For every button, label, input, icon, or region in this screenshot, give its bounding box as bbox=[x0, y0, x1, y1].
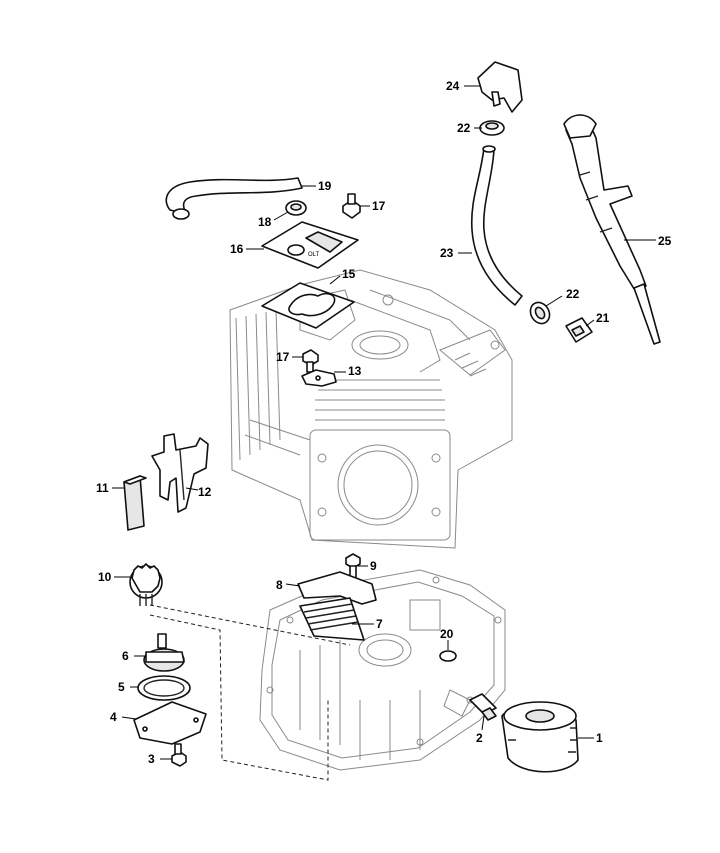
callout-label: 20 bbox=[440, 627, 454, 641]
callout-21: 21 bbox=[585, 311, 610, 327]
hose-clamp-part-lower bbox=[529, 301, 551, 325]
governor-bracket-part bbox=[151, 433, 209, 513]
callout-label: 15 bbox=[342, 267, 356, 281]
breather-tube-part bbox=[165, 177, 303, 220]
callout-label: 7 bbox=[376, 617, 383, 631]
oil-filter-nipple-part bbox=[469, 693, 497, 721]
engine-block bbox=[229, 269, 513, 549]
reed-valve-bracket-part bbox=[301, 369, 337, 387]
breather-cover-part: OLT bbox=[261, 221, 359, 269]
breather-hose-part bbox=[470, 145, 523, 306]
callout-16: 16 bbox=[230, 242, 264, 256]
callout-8: 8 bbox=[276, 578, 301, 592]
callout-20: 20 bbox=[440, 627, 454, 650]
callout-6: 6 bbox=[122, 649, 146, 663]
callout-label: 2 bbox=[476, 731, 483, 745]
cover-decal: OLT bbox=[308, 252, 320, 258]
callout-label: 10 bbox=[98, 570, 112, 584]
callout-label: 3 bbox=[148, 752, 155, 766]
callout-label: 22 bbox=[566, 287, 580, 301]
assembly-dashed-line bbox=[149, 604, 351, 781]
callout-label: 16 bbox=[230, 242, 244, 256]
callout-24: 24 bbox=[446, 79, 480, 93]
oil-pump-cover-part bbox=[133, 701, 207, 745]
callout-4: 4 bbox=[110, 710, 137, 724]
callout-5: 5 bbox=[118, 680, 138, 694]
callout-label: 17 bbox=[372, 199, 386, 213]
callout-17-middle: 17 bbox=[276, 350, 303, 364]
callout-label: 19 bbox=[318, 179, 332, 193]
callout-label: 12 bbox=[198, 485, 212, 499]
oil-pump-rotor-part bbox=[143, 633, 185, 672]
oil-fill-fitting-part bbox=[565, 317, 593, 343]
callout-label: 4 bbox=[110, 710, 117, 724]
callout-2: 2 bbox=[476, 715, 485, 745]
cover-gasket-part bbox=[261, 282, 355, 329]
callout-23: 23 bbox=[440, 246, 472, 260]
o-ring-small-part bbox=[439, 650, 457, 662]
screw-part-middle bbox=[302, 349, 319, 373]
crankcase-base bbox=[259, 569, 506, 771]
callout-13: 13 bbox=[334, 364, 362, 378]
callout-15: 15 bbox=[329, 267, 356, 285]
oil-screen-part bbox=[299, 597, 365, 641]
screw-part-lower bbox=[345, 553, 361, 579]
oil-screen-cover-part bbox=[297, 571, 377, 605]
callout-label: 25 bbox=[658, 234, 672, 248]
callout-label: 6 bbox=[122, 649, 129, 663]
callout-label: 18 bbox=[258, 215, 272, 229]
screw-part-bottom bbox=[171, 743, 187, 767]
tube-clamp-part bbox=[285, 200, 307, 216]
screw-part-upper bbox=[342, 193, 361, 219]
callout-label: 1 bbox=[596, 731, 603, 745]
callout-17-upper: 17 bbox=[360, 199, 386, 213]
hose-clamp-part-upper bbox=[479, 120, 505, 136]
callout-22-lower: 22 bbox=[545, 287, 580, 307]
callout-11: 11 bbox=[96, 481, 124, 495]
dipstick-tube-part bbox=[563, 114, 661, 345]
callout-label: 23 bbox=[440, 246, 454, 260]
callout-label: 9 bbox=[370, 559, 377, 573]
callout-label: 21 bbox=[596, 311, 610, 325]
callout-3: 3 bbox=[148, 752, 172, 766]
callout-label: 22 bbox=[457, 121, 471, 135]
oil-filter-part bbox=[501, 701, 579, 773]
callout-7: 7 bbox=[352, 617, 383, 631]
callout-label: 24 bbox=[446, 79, 460, 93]
callout-25: 25 bbox=[624, 234, 672, 248]
callout-label: 13 bbox=[348, 364, 362, 378]
callout-18: 18 bbox=[258, 211, 289, 229]
callout-label: 17 bbox=[276, 350, 290, 364]
callout-22-upper: 22 bbox=[457, 121, 482, 135]
insulator-block-part bbox=[123, 475, 147, 531]
callout-10: 10 bbox=[98, 570, 130, 584]
callout-label: 11 bbox=[96, 481, 109, 495]
callout-label: 5 bbox=[118, 680, 125, 694]
governor-gear-part bbox=[129, 563, 163, 606]
callout-12: 12 bbox=[185, 485, 212, 499]
callout-1: 1 bbox=[578, 731, 603, 745]
callout-9: 9 bbox=[358, 559, 377, 573]
breather-connector-part bbox=[477, 61, 523, 113]
callout-19: 19 bbox=[302, 179, 332, 193]
o-ring-large-part bbox=[137, 675, 191, 701]
callout-label: 8 bbox=[276, 578, 283, 592]
